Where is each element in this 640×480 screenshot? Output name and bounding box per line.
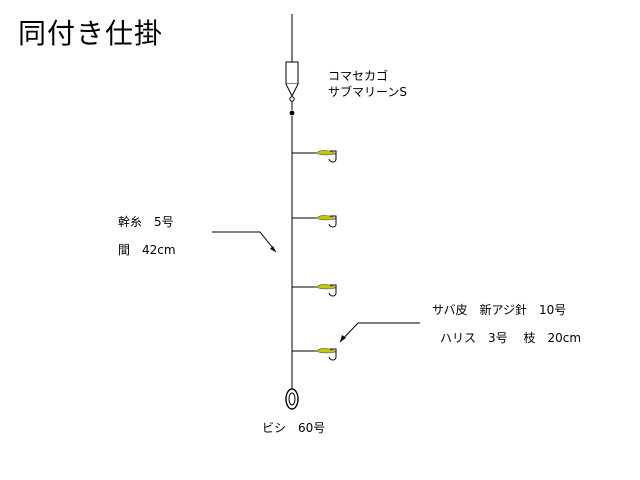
hook-branch	[292, 284, 337, 297]
hook-label-type: サバ皮 新アジ針 10号	[432, 303, 567, 317]
sinker-label: ビシ 60号	[262, 421, 326, 435]
hook-branch	[292, 215, 337, 228]
mainline-leader	[212, 231, 277, 253]
mainline-label-size: 幹糸 5号	[118, 215, 174, 229]
hook-leader	[339, 322, 420, 343]
diagram-title: 同付き仕掛	[18, 17, 164, 50]
hook-group	[292, 150, 337, 361]
sinker-icon	[285, 388, 299, 410]
hook-label-leader: ハリス 3号 枝 20cm	[440, 331, 582, 345]
mainline-label-spacing: 間 42cm	[118, 243, 176, 257]
hook-branch	[292, 348, 337, 361]
swivel-icon	[289, 96, 295, 116]
feeder-label-model: サブマリーンS	[328, 85, 408, 99]
feeder-label-name: コマセカゴ	[328, 69, 389, 83]
feeder-icon	[285, 61, 299, 98]
hook-branch	[292, 150, 337, 163]
